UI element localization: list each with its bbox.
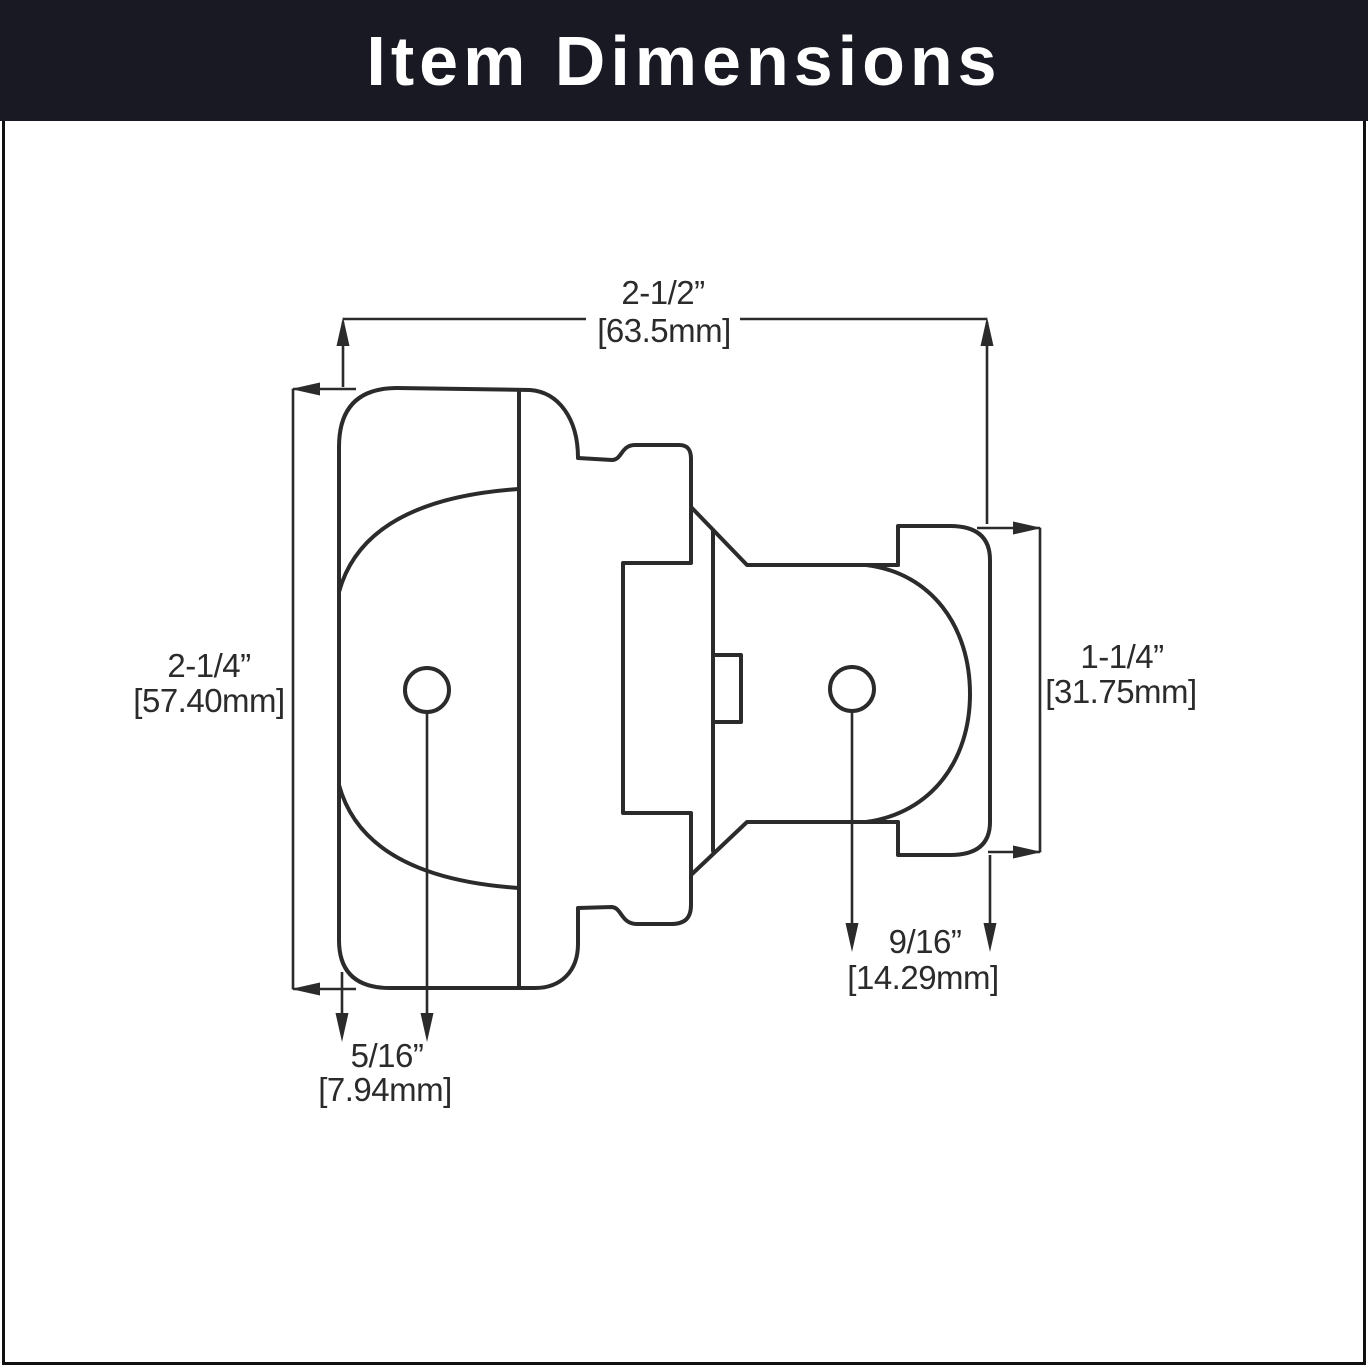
arrowhead-down-hole-right [845,923,859,952]
arrowhead-up-left [336,317,350,346]
dim-width-line [341,317,989,524]
dim-width-inches: 2-1/2” [621,274,704,311]
arrowhead-left-bottom [291,982,320,996]
dim-hole-right-mm: [14.29mm] [847,959,998,996]
hinge-cup-curve [864,563,972,824]
dim-overall-height: 2-1/4” [57.40mm] [133,382,356,996]
arrowhead-down-edge-right [983,923,997,952]
dim-hole-left-mm: [7.94mm] [318,1071,452,1108]
dim-height-mm: [57.40mm] [133,682,284,719]
hinge-center-plate [711,528,743,853]
hinge-bottom-profile [337,820,900,990]
page-title: Item Dimensions [366,21,1002,100]
arrowhead-left-top [291,382,320,396]
hinge-flange-curve-bottom [337,783,521,890]
dim-height-line [291,387,356,991]
dim-hole-offset-left: 5/16” [7.94mm] [318,712,452,1108]
dim-hole-left-inches: 5/16” [351,1037,424,1074]
arrowhead-down-hole-left [420,1013,434,1042]
dim-width-mm: [63.5mm] [597,312,731,349]
hinge-top-profile [337,386,900,567]
screw-hole-right [828,665,876,713]
arrowhead-right-bottom [1013,845,1042,859]
arrowhead-up-right [980,317,994,346]
screw-hole-left [403,666,451,714]
dim-wing-mm: [31.75mm] [1045,673,1196,710]
hinge-dimension-drawing: 2-1/2” [63.5mm] 2-1/4” [57.40mm] 1-1/4” … [133,274,1197,1108]
dim-overall-width: 2-1/2” [63.5mm] [336,274,994,524]
dim-hole-offset-right: 9/16” [14.29mm] [845,712,999,996]
dim-wing-height: 1-1/4” [31.75mm] [977,521,1197,859]
hinge-slot-lines [621,505,693,877]
title-bar: Item Dimensions [0,0,1368,121]
hinge-flange-curve-top [337,487,521,594]
dim-wing-line [977,526,1042,854]
arrowhead-down-edge-left [335,1013,349,1042]
door-wing-outline [896,524,992,857]
dim-hole-left-leaders [340,712,429,1016]
hinge-outline [337,386,992,990]
dim-hole-right-inches: 9/16” [889,923,962,960]
dim-wing-inches: 1-1/4” [1080,638,1163,675]
page-border-frame [2,121,1366,1365]
arrowhead-right-top [1013,521,1042,535]
dim-hole-right-leaders [850,712,992,926]
dim-height-inches: 2-1/4” [167,647,250,684]
